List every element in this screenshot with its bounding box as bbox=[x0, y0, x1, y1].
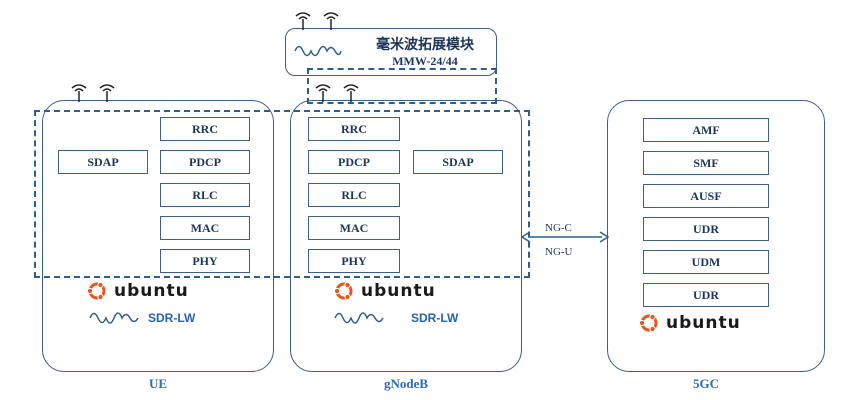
gnb-sdap-box: SDAP bbox=[413, 150, 503, 174]
mmw-wave-icon bbox=[294, 45, 342, 57]
ue-ubuntu-logo: ubuntu bbox=[86, 280, 189, 302]
ubuntu-wordmark: ubuntu bbox=[666, 313, 741, 333]
core-amf-box: AMF bbox=[643, 118, 769, 142]
ue-antenna-icon bbox=[71, 84, 115, 102]
ubuntu-wordmark: ubuntu bbox=[114, 281, 189, 301]
ubuntu-icon bbox=[638, 313, 658, 333]
mmw-antenna-icon bbox=[295, 12, 339, 30]
sdr-wordmark: SDR-LW bbox=[148, 311, 196, 325]
ng-u-label: NG-U bbox=[545, 246, 573, 258]
mmw-title-cn: 毫米波拓展模块 bbox=[376, 38, 474, 53]
core-udm-box: UDM bbox=[643, 250, 769, 274]
gnb-mac-box: MAC bbox=[308, 216, 400, 240]
gnb-ubuntu-logo: ubuntu bbox=[333, 280, 436, 302]
radio-dashed-region bbox=[34, 110, 530, 278]
core-smf-box: SMF bbox=[643, 151, 769, 175]
gnb-pdcp-box: PDCP bbox=[308, 150, 400, 174]
ubuntu-icon bbox=[86, 281, 106, 301]
ue-sdr-logo: SDR-LW bbox=[88, 306, 195, 330]
ubuntu-wordmark: ubuntu bbox=[361, 281, 436, 301]
mmw-dashed-link bbox=[307, 68, 497, 104]
gnb-sdr-logo: SDR-LW bbox=[333, 306, 458, 330]
gnb-rrc-box: RRC bbox=[308, 117, 400, 141]
core-udr-box: UDR bbox=[643, 217, 769, 241]
sdr-wordmark: SDR-LW bbox=[411, 311, 459, 325]
ng-interface-arrow bbox=[520, 231, 610, 243]
core-ubuntu-logo: ubuntu bbox=[638, 312, 741, 334]
gnb-caption: gNodeB bbox=[383, 376, 429, 391]
gnb-antenna-icon bbox=[315, 84, 359, 102]
ue-phy-box: PHY bbox=[160, 249, 250, 273]
ue-rlc-box: RLC bbox=[160, 183, 250, 207]
ue-rrc-box: RRC bbox=[160, 117, 250, 141]
ue-mac-box: MAC bbox=[160, 216, 250, 240]
sdr-wave-icon bbox=[334, 312, 384, 324]
sdr-wave-icon bbox=[89, 312, 139, 324]
gnb-phy-box: PHY bbox=[308, 249, 400, 273]
core-udr2-box: UDR bbox=[643, 283, 769, 307]
mmw-title-en: MMW-24/44 bbox=[392, 54, 458, 68]
core-ausf-box: AUSF bbox=[643, 184, 769, 208]
ue-sdap-box: SDAP bbox=[58, 150, 148, 174]
ue-pdcp-box: PDCP bbox=[160, 150, 250, 174]
core-caption: 5GC bbox=[693, 376, 719, 391]
ue-caption: UE bbox=[148, 376, 168, 391]
ubuntu-icon bbox=[333, 281, 353, 301]
gnb-rlc-box: RLC bbox=[308, 183, 400, 207]
ng-c-label: NG-C bbox=[545, 222, 572, 234]
